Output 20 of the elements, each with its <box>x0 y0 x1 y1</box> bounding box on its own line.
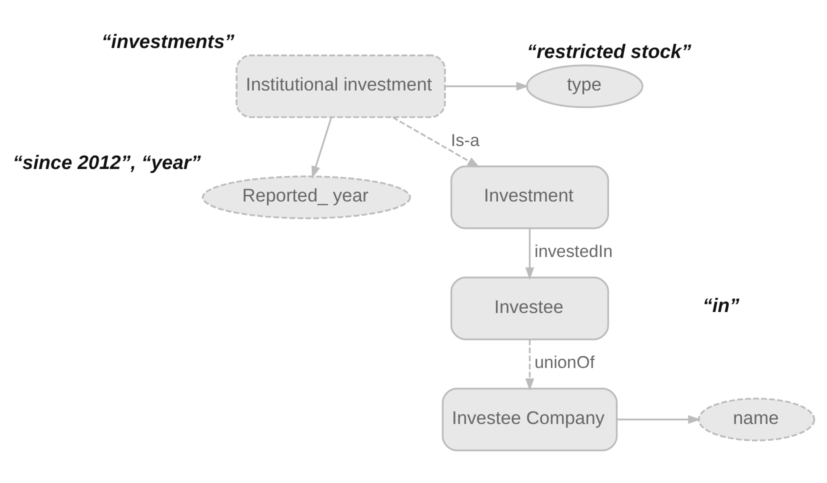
node-box: Investee <box>450 276 610 340</box>
arrow <box>392 116 480 168</box>
arrow <box>525 228 534 280</box>
arrow <box>312 116 332 178</box>
node-ellipse: type <box>526 64 644 108</box>
arrow <box>525 339 534 391</box>
node-box: Investee Company <box>442 387 618 451</box>
node-label: “since 2012”, “year” <box>12 151 201 174</box>
edge-label: investedIn <box>534 240 613 260</box>
node-ellipse: name <box>698 397 816 441</box>
node-box: Institutional investment <box>236 54 446 118</box>
arrow <box>616 414 701 424</box>
node-label: “restricted stock” <box>526 40 692 62</box>
arrow <box>445 81 529 90</box>
node-label: “investments” <box>101 30 234 53</box>
label: “in” <box>702 294 740 316</box>
node-ellipse: Reported_ year <box>202 175 411 219</box>
edge-label: unionOf <box>534 351 595 372</box>
edge-label: Is-a <box>450 129 480 150</box>
node-box: Investment <box>450 165 610 229</box>
